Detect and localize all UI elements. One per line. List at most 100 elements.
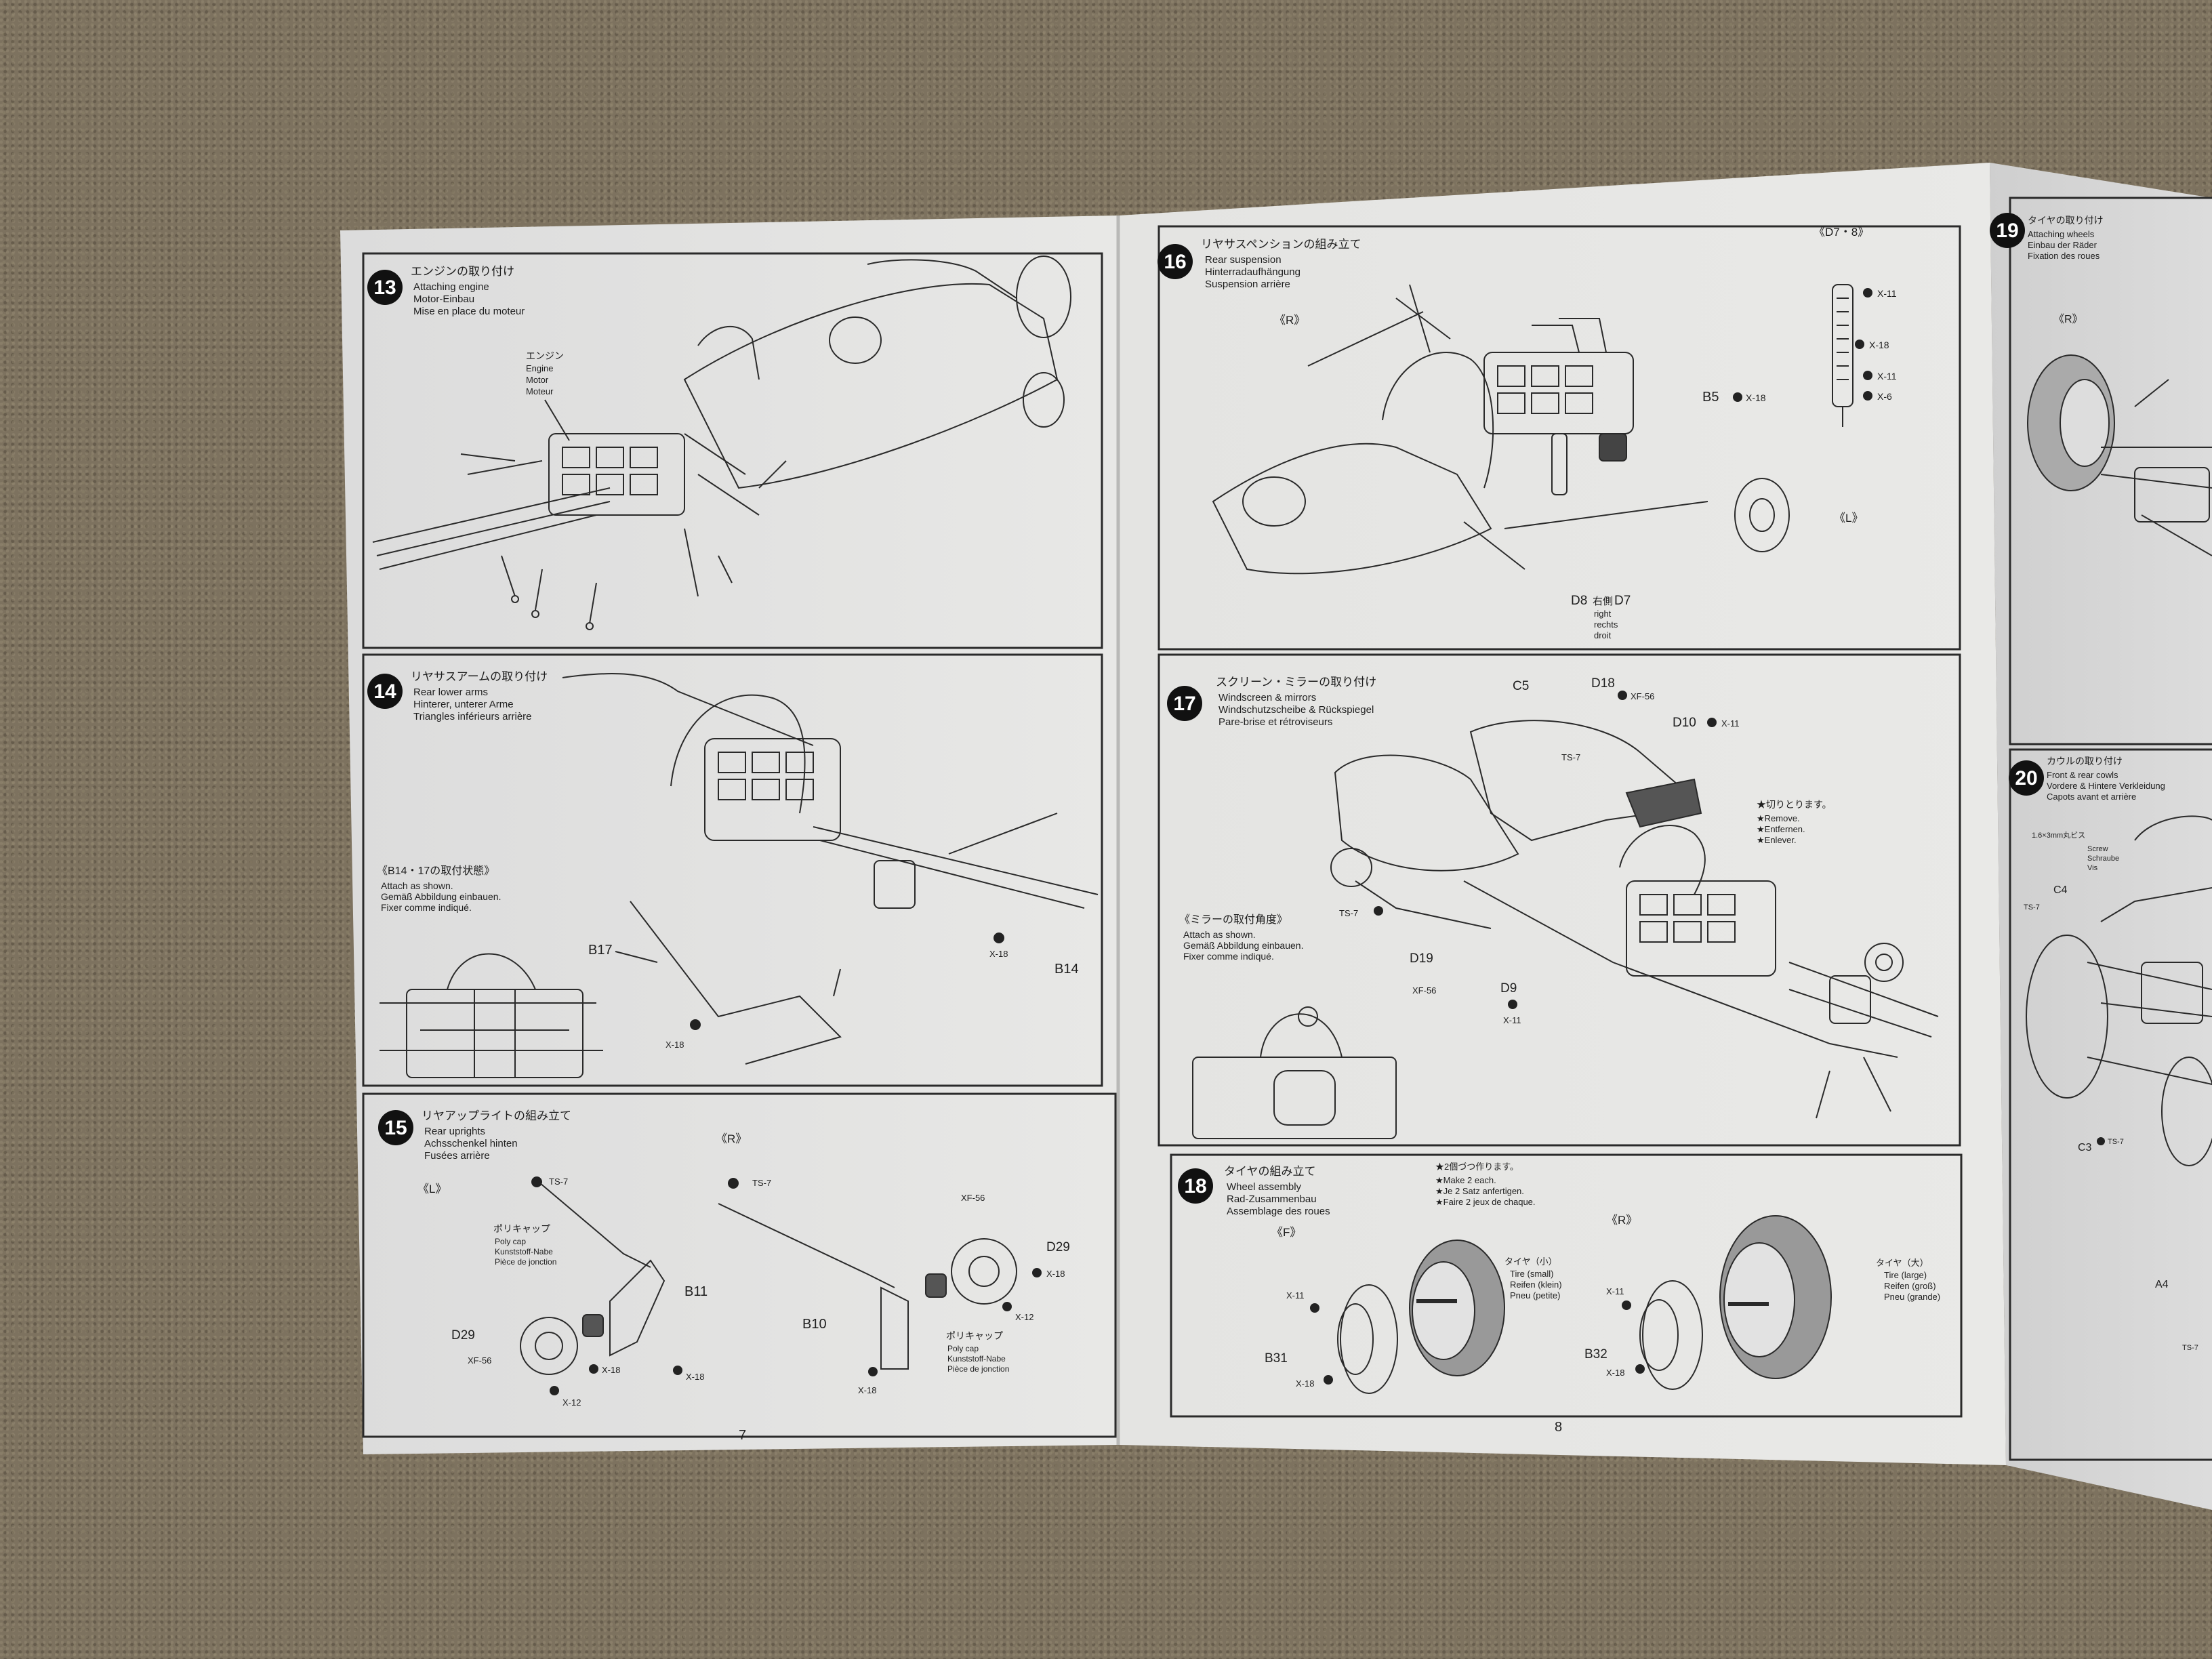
panel-step-18 — [1170, 1153, 1963, 1418]
right-part-xf56: XF-56 — [961, 1193, 985, 1203]
step-18-title-jp: タイヤの組み立て — [1224, 1165, 1316, 1178]
step-16-part-b5: B5 — [1702, 390, 1719, 405]
step-16-part-right-jp: 右側 — [1593, 596, 1613, 607]
step-14-note: 《B14・17の取付状態》 Attach as shown. Gemäß Abb… — [377, 865, 501, 913]
tire-small-jp: タイヤ（小） — [1504, 1256, 1557, 1267]
step-20-number: 20 — [2015, 767, 2037, 790]
tire-small-1: Tire (small) — [1510, 1269, 1554, 1279]
right-part-x18: X-18 — [1046, 1269, 1065, 1279]
step-13-line-2: Motor-Einbau — [413, 293, 474, 305]
step-16-line-3: Suspension arrière — [1205, 279, 1290, 290]
step-15-side-r: 《R》 — [716, 1132, 747, 1145]
step-16-side-l: 《L》 — [1834, 512, 1863, 525]
step-18-part-b32: B32 — [1584, 1347, 1607, 1361]
step-20-part-ts7-b: TS-7 — [2108, 1138, 2124, 1146]
step-16-number: 16 — [1164, 251, 1186, 273]
step-15-line-3: Fusées arrière — [424, 1150, 490, 1162]
step-18-part-b31: B31 — [1265, 1351, 1288, 1366]
step-15-left-parts: TS-7 B11 D29 XF-56 X-18 X-18 X-12 ポリキャップ… — [451, 1176, 708, 1408]
step-14-line-3: Triangles inférieurs arrière — [413, 711, 532, 722]
step-18-part-x18-b: X-18 — [1606, 1368, 1624, 1378]
step-16-part-x6: X-6 — [1877, 391, 1892, 402]
tire-small-2: Reifen (klein) — [1510, 1279, 1562, 1290]
right-part-b10: B10 — [802, 1317, 827, 1332]
step-17-part-x11-b: X-11 — [1503, 1015, 1521, 1025]
right-polycap-2: Kunststoff-Nabe — [947, 1354, 1006, 1364]
step-15-line-2: Achsschenkel hinten — [424, 1138, 518, 1149]
step-20-illustration — [2026, 815, 2212, 1166]
step-17-number: 17 — [1173, 693, 1195, 715]
step-14-header: 14 リヤサスアームの取り付け Rear lower arms Hinterer… — [367, 670, 548, 722]
step-17-parts: C5 D18 XF-56 D10 X-11 TS-7 TS-7 D19 XF-5… — [1339, 676, 1740, 1025]
engine-label-en: Engine — [526, 363, 553, 373]
left-part-b11: B11 — [684, 1284, 708, 1299]
page-third-sheet — [1990, 163, 2212, 1510]
step-17-header: 17 スクリーン・ミラーの取り付け Windscreen & mirrors W… — [1167, 676, 1376, 728]
step-16-part-d8: D8 — [1571, 594, 1587, 608]
step-18-labels: タイヤ（小） Tire (small) Reifen (klein) Pneu … — [1265, 1256, 1940, 1389]
step-16-side-word-2: rechts — [1594, 619, 1618, 630]
step-16-title-jp: リヤサスペンションの組み立て — [1201, 238, 1361, 251]
step-15-right-upright — [718, 1203, 1017, 1370]
step-14-note-jp: 《B14・17の取付状態》 — [377, 865, 495, 877]
step-17-cut-1: ★Remove. — [1757, 813, 1800, 823]
step-14-illustration — [380, 673, 1099, 1078]
step-15-title-jp: リヤアップライトの組み立て — [422, 1109, 571, 1122]
step-18-rear: 《R》 — [1606, 1214, 1637, 1227]
step-19-title-jp: タイヤの取り付け — [2028, 215, 2104, 226]
step-14-note-1: Attach as shown. — [381, 880, 453, 891]
step-18-line-2: Rad-Zusammenbau — [1227, 1193, 1317, 1205]
step-18-make-1: ★Make 2 each. — [1435, 1175, 1496, 1185]
step-19-header: 19 タイヤの取り付け Attaching wheels Einbau der … — [1990, 213, 2104, 325]
step-17-cut-3: ★Enlever. — [1757, 835, 1797, 845]
step-17-line-3: Pare-brise et rétroviseurs — [1218, 716, 1332, 728]
step-17-cut-jp: ★切りとります。 — [1757, 799, 1832, 810]
step-20-part-a4: A4 — [2155, 1279, 2169, 1290]
step-19-line-1: Attaching wheels — [2028, 229, 2095, 239]
step-16-side-word-3: droit — [1594, 630, 1612, 640]
step-18-front: 《F》 — [1271, 1226, 1301, 1239]
step-17-part-xf56-a: XF-56 — [1631, 691, 1654, 701]
step-16-part-x18-b: X-18 — [1746, 392, 1766, 403]
tire-large-2: Reifen (groß) — [1884, 1281, 1936, 1291]
left-polycap-jp: ポリキャップ — [493, 1223, 550, 1234]
step-20-screw: 1.6×3mm丸ビス — [2032, 831, 2085, 840]
step-20-part-c4: C4 — [2053, 884, 2068, 896]
step-17-part-d19: D19 — [1410, 951, 1433, 966]
step-19-line-2: Einbau der Räder — [2028, 240, 2097, 250]
step-16-part-d7: D7 — [1614, 594, 1631, 608]
step-20-title-jp: カウルの取り付け — [2047, 756, 2123, 766]
step-16-part-x11-a: X-11 — [1877, 288, 1897, 299]
step-20-screw-3: Vis — [2087, 864, 2098, 872]
step-18-part-x11-a: X-11 — [1286, 1290, 1305, 1300]
engine-label-fr: Moteur — [526, 386, 554, 396]
left-polycap-3: Pièce de jonction — [495, 1257, 556, 1267]
step-16-side-word-1: right — [1594, 609, 1612, 619]
step-15-side-l: 《L》 — [417, 1183, 447, 1195]
step-18-wheels — [1337, 1215, 1832, 1394]
part-b17: B17 — [588, 943, 613, 958]
step-16-header: 16 リヤサスペンションの組み立て Rear suspension Hinter… — [1158, 226, 1869, 525]
step-15-header: 15 リヤアップライトの組み立て Rear uprights Achsschen… — [378, 1109, 747, 1195]
step-17-illustration — [1192, 720, 1939, 1139]
step-19-line-3: Fixation des roues — [2028, 251, 2100, 261]
step-20-part-c3: C3 — [2078, 1142, 2092, 1153]
step-19-number: 19 — [1996, 220, 2018, 242]
step-16-illustration — [1212, 284, 1853, 575]
step-13-number: 13 — [373, 276, 396, 299]
step-17-part-ts7-b: TS-7 — [1339, 908, 1358, 918]
engine-label-jp: エンジン — [526, 350, 564, 361]
step-14-note-3: Fixer comme indiqué. — [381, 902, 472, 913]
step-17-part-xf56-b: XF-56 — [1412, 985, 1436, 996]
tire-large-3: Pneu (grande) — [1884, 1292, 1940, 1302]
step-15-left-upright — [520, 1179, 665, 1375]
step-20-screw-2: Schraube — [2087, 855, 2119, 863]
step-18-line-1: Wheel assembly — [1227, 1181, 1302, 1193]
step-20-screw-1: Screw — [2087, 845, 2108, 853]
panel-step-13 — [362, 252, 1103, 649]
step-18-header: 18 タイヤの組み立て Wheel assembly Rad-Zusammenb… — [1178, 1162, 1637, 1239]
step-14-line-2: Hinterer, unterer Arme — [413, 699, 514, 710]
step-18-make-3: ★Faire 2 jeux de chaque. — [1435, 1197, 1536, 1207]
step-17-cut-2: ★Entfernen. — [1757, 824, 1805, 834]
